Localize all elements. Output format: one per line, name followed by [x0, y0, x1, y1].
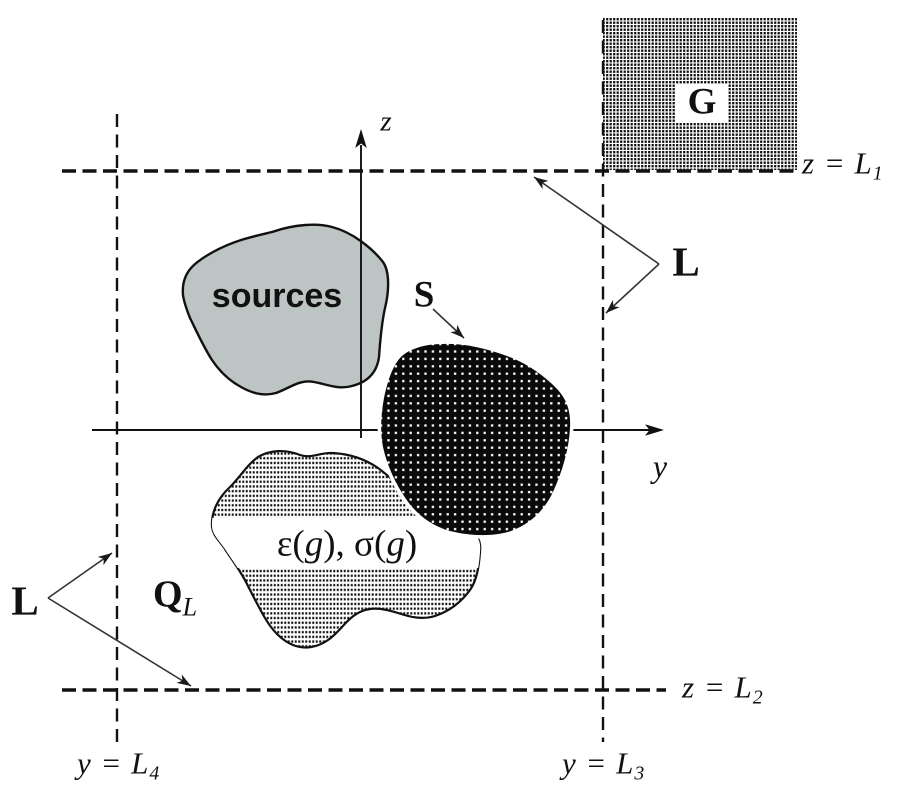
pointer-right-to-zl1-arrow [533, 176, 660, 265]
source-term-label: QL [153, 576, 197, 621]
y-axis-arrowhead [645, 424, 664, 436]
medium-label: ε(g), σ(g) [277, 526, 417, 563]
pointer-left-to-yl4-arrow [47, 552, 113, 599]
gain-label-box [676, 84, 728, 122]
boundary-y-l3-label: y = L3 [562, 748, 645, 785]
gain-label: G [687, 81, 717, 123]
boundary-subscript: 4 [149, 762, 161, 785]
ql-base: Q [153, 573, 183, 616]
layer-thickness-label-left: L [11, 577, 39, 624]
pointer-s-to-scatterer-arrow [432, 308, 465, 339]
boundary-prefix: y = L [77, 745, 150, 781]
ql-subscript: L [182, 592, 198, 622]
boundary-subscript: 3 [634, 762, 646, 785]
boundary-subscript: 1 [872, 162, 884, 185]
medium-label-part: ε( [276, 523, 305, 565]
layer-thickness-label-right: L [672, 238, 700, 285]
scatterer-region [381, 343, 571, 536]
boundary-prefix: z = L [802, 145, 873, 181]
boundary-z-l2-label: z = L2 [682, 672, 764, 709]
pointer-left-to-zl2-arrow [47, 597, 192, 687]
sources-region [181, 223, 390, 396]
boundary-z-l1-label: z = L1 [802, 148, 884, 185]
boundary-prefix: z = L [682, 669, 753, 705]
medium-label-part: ) [404, 523, 418, 565]
boundary-y-l4-label: y = L4 [77, 748, 160, 785]
sources-label: sources [211, 277, 343, 315]
medium-label-g1: g [304, 523, 324, 565]
medium-label-part: ), σ( [323, 523, 387, 565]
boundary-subscript: 2 [752, 686, 764, 709]
scatterer-label: S [413, 274, 435, 316]
pointer-right-to-yl3-arrow [605, 263, 660, 314]
y-axis-label: y [652, 448, 668, 484]
z-axis-arrowhead [355, 129, 367, 148]
medium-label-g2: g [386, 523, 405, 565]
boundary-prefix: y = L [562, 745, 635, 781]
z-axis-label: z [380, 105, 392, 138]
